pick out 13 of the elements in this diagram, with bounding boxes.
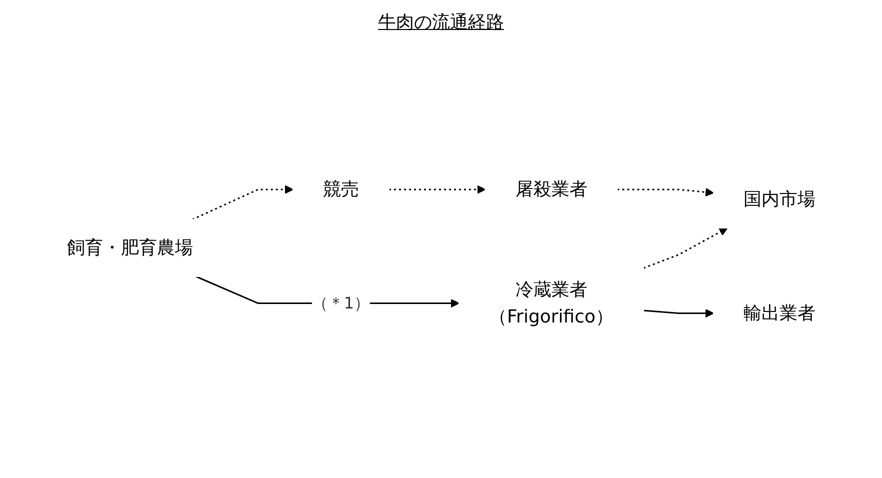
- diagram-title: 牛肉の流通経路: [377, 11, 505, 34]
- node-text: 競売: [322, 178, 359, 200]
- arrow: [643, 308, 714, 318]
- node-text: 飼育・肥育農場: [66, 237, 193, 258]
- node-text: 輸出業者: [743, 302, 816, 324]
- edge-label: （＊1）: [312, 293, 370, 312]
- node-text: 国内市場: [743, 188, 816, 210]
- arrow: [617, 188, 714, 196]
- node-text: 冷蔵業者 （Frigorifico）: [488, 279, 614, 328]
- node-text: 屠殺業者: [514, 178, 587, 200]
- arrow: [192, 184, 294, 220]
- arrow: [388, 184, 486, 194]
- arrow: [643, 227, 728, 269]
